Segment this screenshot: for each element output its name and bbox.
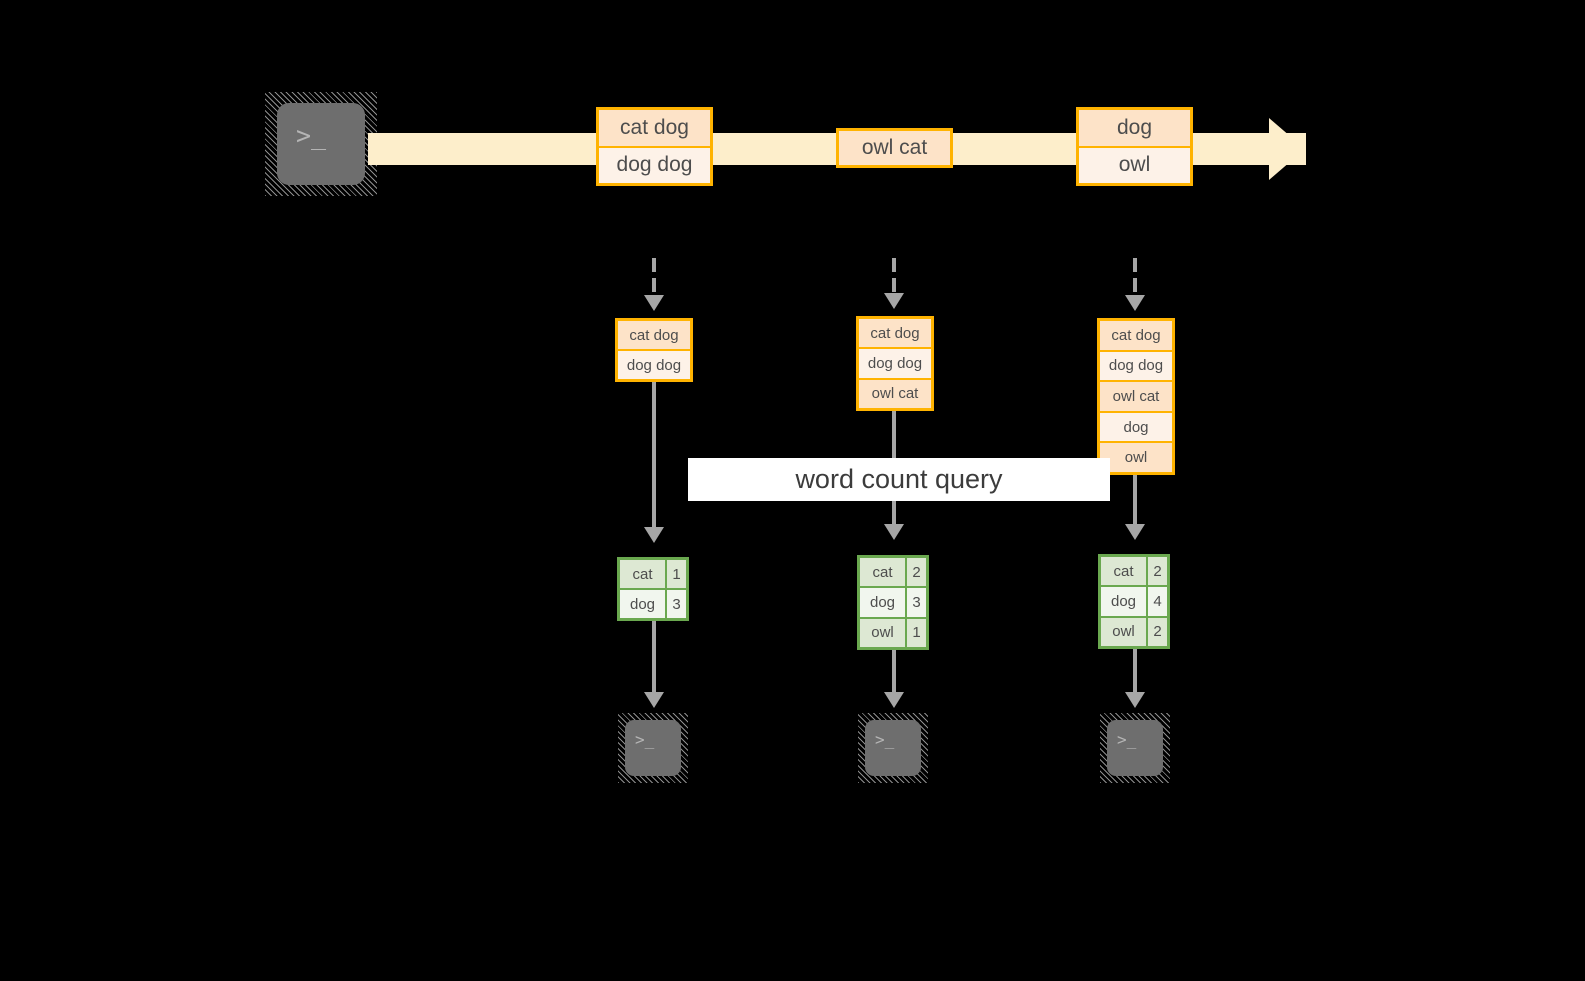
table-row: dog 4 [1101, 585, 1167, 616]
snapshot-2-trigger-line [892, 258, 896, 298]
snapshot-2-result-table: cat 2 dog 3 owl 1 [857, 555, 929, 650]
table-row: dog 3 [860, 586, 926, 617]
snapshot-1-trigger-line [652, 258, 656, 300]
table-row: cat 1 [620, 560, 686, 588]
snapshot-2-sink-line [892, 650, 896, 695]
snapshot-3-input-line-5: owl [1100, 441, 1172, 472]
snapshot-2-input-line-3: owl cat [859, 377, 931, 408]
snapshot-3-result-count-2: 4 [1146, 587, 1167, 616]
terminal-body [277, 103, 365, 185]
stream-batch-3-line-2: owl [1079, 145, 1190, 183]
snapshot-2-sink-arrowhead [884, 692, 904, 708]
snapshot-1-query-arrowhead [644, 527, 664, 543]
query-banner: word count query [688, 458, 1110, 501]
snapshot-1-query-line [652, 382, 656, 530]
table-row: owl 2 [1101, 615, 1167, 646]
stream-batch-1-line-2: dog dog [599, 145, 710, 183]
snapshot-1-result-count-2: 3 [665, 590, 686, 618]
snapshot-1-result-word-2: dog [629, 595, 656, 613]
snapshot-1-result-table: cat 1 dog 3 [617, 557, 689, 621]
table-row: owl 1 [860, 616, 926, 647]
snapshot-2-result-count-2: 3 [905, 588, 926, 617]
snapshot-2-result-word-1: cat [872, 563, 893, 581]
stream-batch-2: owl cat [836, 128, 953, 168]
snapshot-2-result-word-2: dog [869, 593, 896, 611]
snapshot-3-input-line-1: cat dog [1100, 321, 1172, 350]
snapshot-1-input-line-2: dog dog [618, 349, 690, 379]
snapshot-3-result-count-3: 2 [1146, 617, 1167, 646]
snapshot-2-trigger-arrowhead [884, 293, 904, 309]
snapshot-3-trigger-line [1133, 258, 1137, 300]
terminal-prompt-glyph: >_ [875, 730, 895, 749]
snapshot-2-result-count-1: 2 [905, 558, 926, 587]
terminal-prompt-glyph: >_ [1117, 730, 1137, 749]
snapshot-3-result-word-3: owl [1112, 623, 1135, 641]
snapshot-2-input-table: cat dog dog dog owl cat [856, 316, 934, 411]
stream-batch-1-line-1: cat dog [599, 110, 710, 146]
stream-batch-3: dog owl [1076, 107, 1193, 186]
terminal-prompt-glyph: >_ [635, 730, 655, 749]
snapshot-2-sink-terminal-icon: >_ [858, 713, 928, 783]
stream-batch-2-line-1: owl cat [839, 131, 950, 165]
snapshot-3-result-word-1: cat [1113, 562, 1134, 580]
snapshot-1-result-count-1: 1 [665, 560, 686, 588]
table-row: cat 2 [860, 558, 926, 587]
snapshot-2-input-line-1: cat dog [859, 319, 931, 348]
snapshot-3-query-line [1133, 475, 1137, 527]
snapshot-3-sink-terminal-icon: >_ [1100, 713, 1170, 783]
snapshot-2-input-line-2: dog dog [859, 347, 931, 378]
snapshot-1-result-word-1: cat [632, 565, 653, 583]
terminal-prompt-glyph: >_ [296, 121, 327, 150]
snapshot-3-query-arrowhead [1125, 524, 1145, 540]
snapshot-1-sink-line [652, 621, 656, 695]
snapshot-2-result-word-3: owl [871, 624, 894, 642]
query-banner-label: word count query [795, 464, 1003, 494]
snapshot-1-trigger-arrowhead [644, 295, 664, 311]
snapshot-3-input-line-2: dog dog [1100, 349, 1172, 381]
snapshot-1-sink-terminal-icon: >_ [618, 713, 688, 783]
snapshot-3-trigger-arrowhead [1125, 295, 1145, 311]
snapshot-2-query-arrowhead [884, 524, 904, 540]
table-row: dog 3 [620, 588, 686, 618]
snapshot-2-result-count-3: 1 [905, 618, 926, 647]
snapshot-3-input-line-4: dog [1100, 410, 1172, 442]
stream-batch-3-line-1: dog [1079, 110, 1190, 146]
terminal-body [865, 720, 921, 776]
snapshot-3-sink-arrowhead [1125, 692, 1145, 708]
terminal-body [1107, 720, 1163, 776]
snapshot-3-sink-line [1133, 649, 1137, 695]
snapshot-3-result-table: cat 2 dog 4 owl 2 [1098, 554, 1170, 649]
source-terminal-icon: >_ [265, 92, 377, 196]
stream-batch-1: cat dog dog dog [596, 107, 713, 186]
snapshot-3-input-table: cat dog dog dog owl cat dog owl [1097, 318, 1175, 475]
snapshot-1-input-line-1: cat dog [618, 321, 690, 349]
snapshot-3-result-count-1: 2 [1146, 557, 1167, 586]
terminal-body [625, 720, 681, 776]
stream-arrowhead [1269, 118, 1305, 180]
snapshot-3-input-line-3: owl cat [1100, 380, 1172, 411]
table-row: cat 2 [1101, 557, 1167, 586]
snapshot-1-sink-arrowhead [644, 692, 664, 708]
snapshot-3-result-word-2: dog [1110, 592, 1137, 610]
snapshot-1-input-table: cat dog dog dog [615, 318, 693, 382]
